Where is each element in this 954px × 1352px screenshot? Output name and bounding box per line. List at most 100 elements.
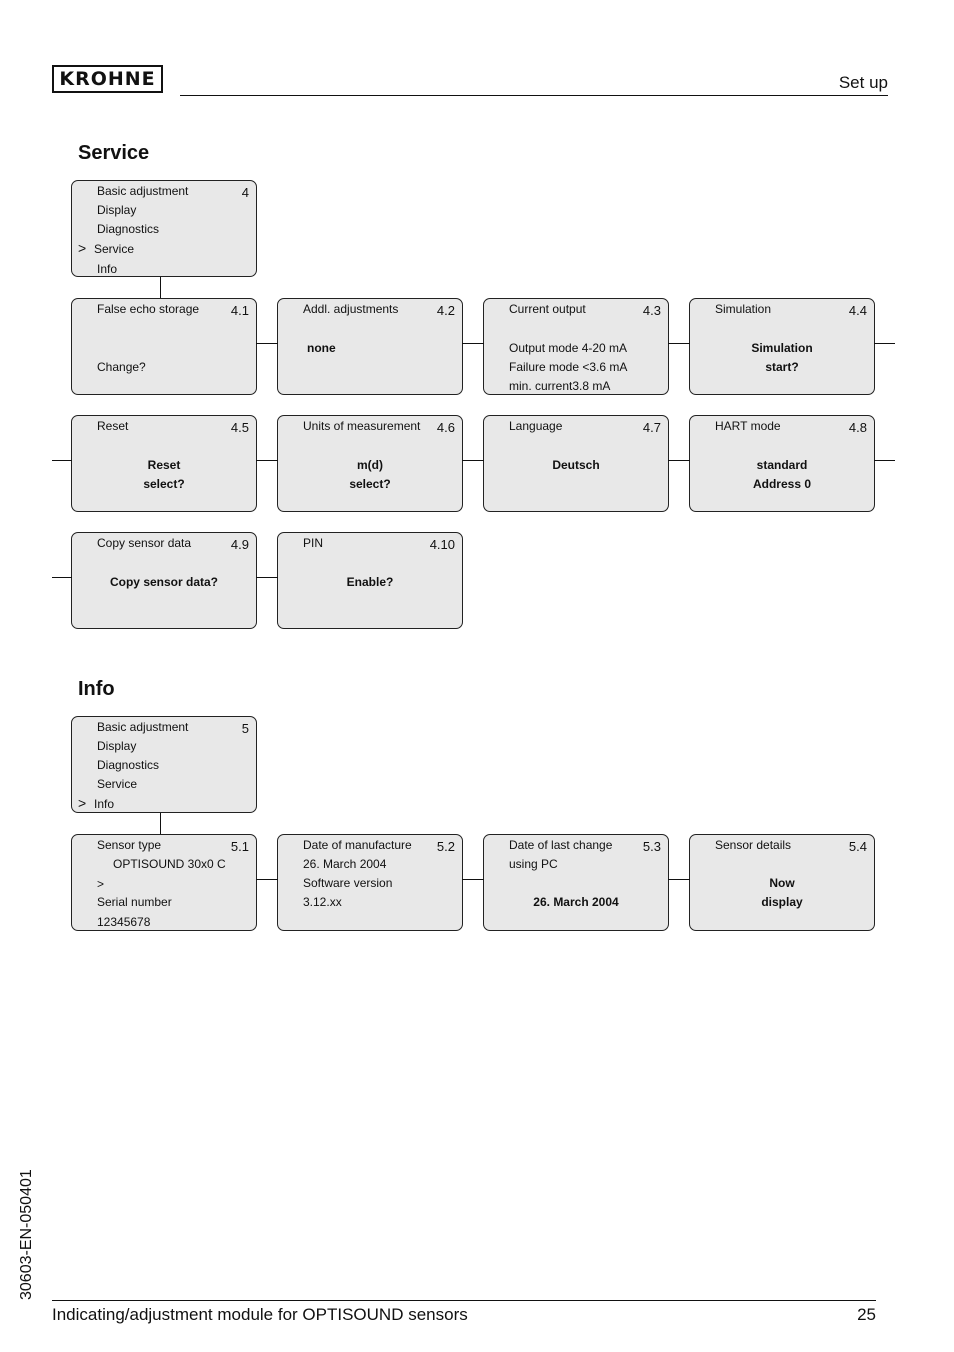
box-5-2: Date of manufacture 5.2 26. March 2004 S… (277, 834, 463, 931)
box-title: Date of last change (509, 838, 613, 852)
box-value: start? (765, 360, 799, 374)
box-title: Date of manufacture (303, 838, 412, 852)
connector-line (462, 343, 484, 344)
menu-item: Basic adjustment (97, 184, 189, 198)
footer-title: Indicating/adjustment module for OPTISOU… (52, 1305, 468, 1324)
box-value: Deutsch (552, 458, 600, 472)
connector-line (462, 879, 484, 880)
box-line: Failure mode <3.6 mA (509, 360, 628, 374)
box-title: Simulation (715, 302, 772, 316)
connector-line (462, 460, 484, 461)
box-line: Software version (303, 876, 393, 890)
box-title: Sensor type (97, 838, 162, 852)
box-line: 12345678 (97, 915, 151, 929)
box-title: Units of measurement (303, 419, 421, 433)
box-number: 4.1 (230, 303, 249, 318)
connector-line (256, 343, 278, 344)
box-title: Sensor details (715, 838, 792, 852)
box-number: 4.2 (436, 303, 455, 318)
service-heading: Service (78, 142, 150, 164)
box-line: > (97, 877, 105, 891)
box-5-3: Date of last change 5.3 using PC 26. Mar… (483, 834, 669, 931)
box-value: standard (756, 458, 808, 472)
box-value: Address 0 (752, 477, 812, 491)
connector-line (160, 277, 161, 299)
box-value: select? (349, 477, 391, 491)
box-number: 5.4 (848, 839, 867, 854)
box-4-1: False echo storage 4.1 Change? (71, 298, 257, 395)
box-line: using PC (509, 857, 558, 871)
menu-number: 5 (241, 721, 249, 736)
box-line: min. current3.8 mA (509, 379, 611, 393)
box-title: Copy sensor data (97, 536, 192, 550)
page-number: 25 (857, 1305, 876, 1324)
box-value: Copy sensor data? (109, 575, 219, 589)
box-value: m(d) (357, 458, 383, 472)
box-line: OPTISOUND 30x0 C (113, 857, 226, 871)
box-value: 26. March 2004 (533, 895, 619, 909)
box-number: 4.7 (642, 420, 661, 435)
box-text: Change? (97, 360, 146, 374)
box-5-1: Sensor type 5.1 OPTISOUND 30x0 C > Seria… (71, 834, 257, 931)
connector-line (668, 879, 690, 880)
box-4-7: Language 4.7 Deutsch (483, 415, 669, 512)
box-number: 4.4 (848, 303, 867, 318)
box-value: select? (143, 477, 185, 491)
box-title: Reset (97, 419, 129, 433)
box-line: 3.12.xx (303, 895, 342, 909)
info-menu-box: 5 Basic adjustment Display Diagnostics S… (71, 716, 257, 813)
box-title: Language (509, 419, 563, 433)
box-4-8: HART mode 4.8 standard Address 0 (689, 415, 875, 512)
box-title: False echo storage (97, 302, 200, 316)
box-number: 4.6 (436, 420, 455, 435)
connector-line (256, 577, 278, 578)
section-label: Set up (838, 73, 888, 92)
box-line: 26. March 2004 (303, 857, 387, 871)
box-number: 4.5 (230, 420, 249, 435)
connector-line (668, 460, 690, 461)
menu-item: Service (97, 777, 138, 791)
box-value: Simulation (751, 341, 813, 355)
selection-caret-icon: > (78, 795, 87, 811)
menu-item-selected: Info (94, 797, 115, 811)
menu-item: Info (97, 262, 118, 276)
box-number: 4.10 (429, 537, 455, 552)
box-4-10: PIN 4.10 Enable? (277, 532, 463, 629)
header-rule (180, 95, 888, 96)
connector-line (256, 460, 278, 461)
service-menu-box: 4 Basic adjustment Display Diagnostics >… (71, 180, 257, 277)
box-title: Current output (509, 302, 586, 316)
box-number: 5.3 (642, 839, 661, 854)
box-5-4: Sensor details 5.4 Now display (689, 834, 875, 931)
box-line: Serial number (97, 895, 172, 909)
menu-item-selected: Service (94, 242, 135, 256)
footer-rule (52, 1300, 876, 1301)
connector-line (668, 343, 690, 344)
box-line: Output mode 4-20 mA (509, 341, 628, 355)
menu-item: Diagnostics (97, 758, 160, 772)
connector-line (160, 813, 161, 835)
box-title: Addl. adjustments (303, 302, 399, 316)
box-4-6: Units of measurement 4.6 m(d) select? (277, 415, 463, 512)
box-value: none (307, 341, 336, 355)
menu-item: Display (97, 203, 137, 217)
box-number: 4.9 (230, 537, 249, 552)
krohne-logo: KROHNE (52, 65, 163, 93)
menu-number: 4 (241, 185, 249, 200)
info-heading: Info (78, 678, 115, 700)
box-number: 4.3 (642, 303, 661, 318)
box-value: Enable? (346, 575, 394, 589)
box-4-4: Simulation 4.4 Simulation start? (689, 298, 875, 395)
box-4-5: Reset 4.5 Reset select? (71, 415, 257, 512)
box-number: 4.8 (848, 420, 867, 435)
box-value: display (761, 895, 803, 909)
box-value: Reset (147, 458, 181, 472)
connector-line (874, 343, 895, 344)
connector-line (874, 460, 895, 461)
menu-item: Display (97, 739, 137, 753)
document-id: 30603-EN-050401 (18, 1169, 35, 1300)
box-4-9: Copy sensor data 4.9 Copy sensor data? (71, 532, 257, 629)
box-title: HART mode (715, 419, 781, 433)
box-4-3: Current output 4.3 Output mode 4-20 mA F… (483, 298, 669, 395)
connector-line (52, 577, 72, 578)
